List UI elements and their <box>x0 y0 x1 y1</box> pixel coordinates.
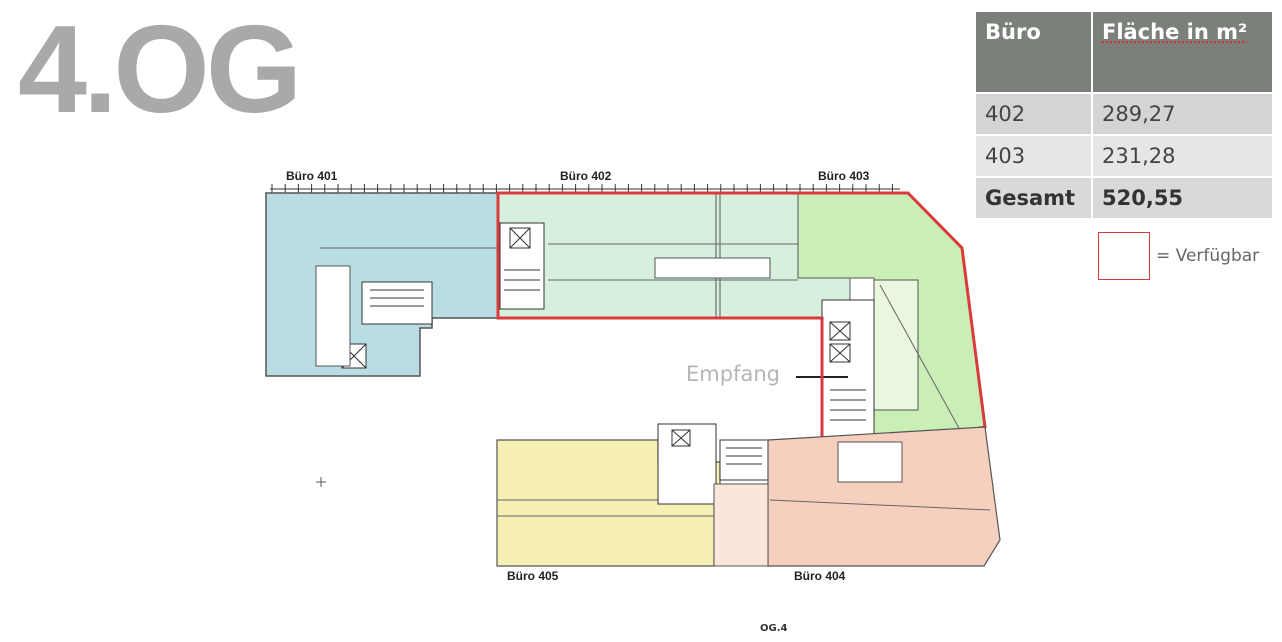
reception-label: Empfang <box>686 362 780 386</box>
office-401-label: Büro 401 <box>286 169 338 183</box>
office-403-label: Büro 403 <box>818 169 870 183</box>
office-405-label: Büro 405 <box>507 569 559 583</box>
legend: = Verfügbar <box>1098 231 1259 281</box>
row-office: 402 <box>974 92 1093 136</box>
legend-label: = Verfügbar <box>1156 246 1260 266</box>
office-403 <box>797 192 986 439</box>
table-row: 403 231,28 <box>974 134 1274 178</box>
row-area: 289,27 <box>1091 92 1274 136</box>
office-404-label: Büro 404 <box>794 569 846 583</box>
row-office: 403 <box>974 134 1093 178</box>
table-total-row: Gesamt 520,55 <box>974 176 1274 220</box>
office-405 <box>496 423 769 567</box>
reception-core <box>796 299 875 439</box>
floor-title: 4.OG <box>18 1 302 139</box>
office-402 <box>497 192 851 319</box>
office-401 <box>265 192 499 377</box>
legend-available-swatch <box>1098 232 1150 280</box>
table-row: 402 289,27 <box>974 92 1274 136</box>
office-402-label: Büro 402 <box>560 169 612 183</box>
total-label: Gesamt <box>974 176 1093 220</box>
row-area: 231,28 <box>1091 134 1274 178</box>
office-404 <box>713 426 1001 567</box>
area-table: Büro Fläche in m² 402 289,27 403 231,28 … <box>974 10 1274 220</box>
plan-caption: OG.4 <box>760 623 788 634</box>
table-header-row: Büro Fläche in m² <box>974 10 1274 94</box>
header-area: Fläche in m² <box>1091 10 1274 94</box>
total-area: 520,55 <box>1091 176 1274 220</box>
cross-marker <box>316 477 326 487</box>
header-office: Büro <box>974 10 1093 94</box>
